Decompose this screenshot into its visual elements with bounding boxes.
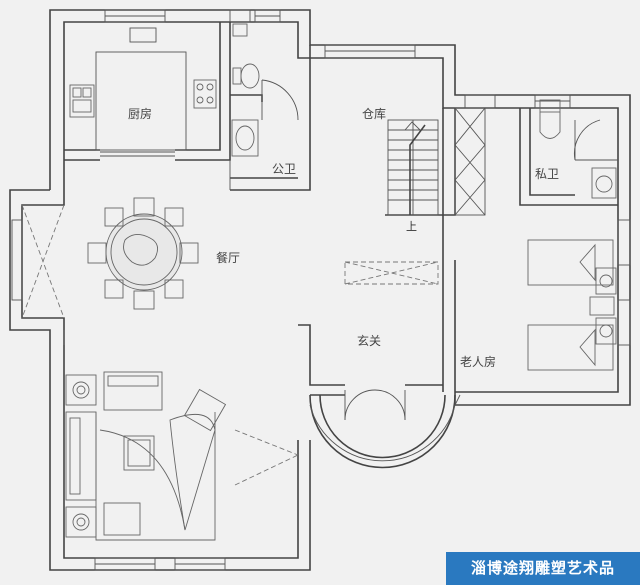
label-foyer: 玄关 bbox=[357, 333, 381, 348]
living-room-furniture bbox=[65, 371, 227, 541]
doors bbox=[234, 79, 601, 486]
dining-table-set bbox=[87, 197, 199, 310]
foyer-outline bbox=[344, 261, 439, 285]
elder-room-furniture bbox=[527, 239, 617, 371]
private-bath-fixtures bbox=[539, 99, 617, 199]
exterior-walls bbox=[9, 9, 631, 571]
bay-window bbox=[21, 204, 65, 319]
kitchen-fixtures bbox=[69, 27, 217, 151]
label-storage: 仓库 bbox=[362, 106, 386, 121]
label-private-bath: 私卫 bbox=[535, 167, 559, 181]
staircase bbox=[387, 119, 439, 216]
watermark: 淄博途翔雕塑艺术品 bbox=[446, 552, 640, 585]
label-elder-room: 老人房 bbox=[460, 354, 496, 369]
label-public-bath: 公卫 bbox=[272, 162, 296, 176]
label-stair-up: 上 bbox=[406, 220, 417, 233]
interior-walls bbox=[63, 22, 618, 405]
entrance-porch bbox=[309, 394, 461, 469]
label-dining: 餐厅 bbox=[216, 250, 240, 265]
windows bbox=[11, 9, 631, 571]
label-kitchen: 厨房 bbox=[128, 106, 152, 121]
public-bath-fixtures bbox=[231, 23, 260, 157]
